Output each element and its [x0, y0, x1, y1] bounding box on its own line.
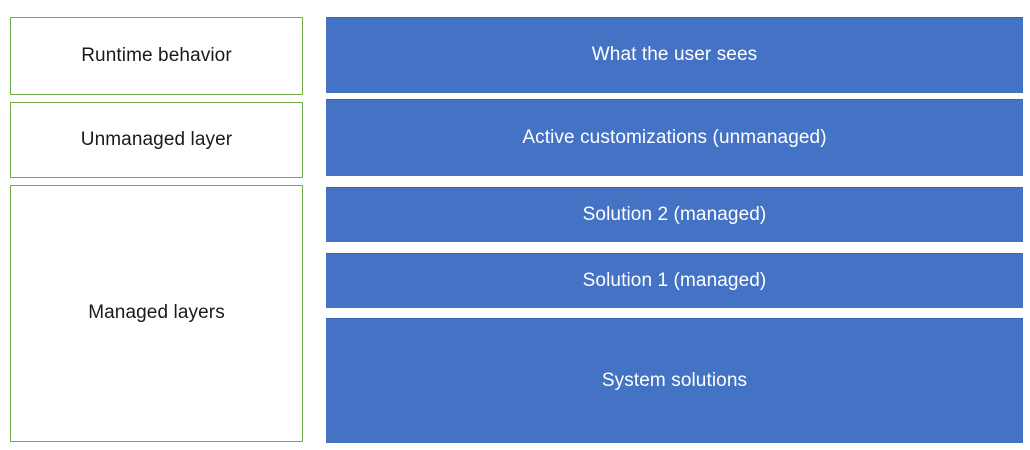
solution-layer-label: Solution 2 (managed): [582, 203, 767, 225]
solution-layer-solution-1: Solution 1 (managed): [326, 253, 1023, 308]
layer-category-label: Runtime behavior: [81, 44, 232, 66]
solution-layer-active-customizations: Active customizations (unmanaged): [326, 99, 1023, 176]
solution-layer-label: What the user sees: [591, 44, 758, 66]
solution-layer-label: Active customizations (unmanaged): [522, 126, 827, 148]
solution-layer-label: Solution 1 (managed): [582, 269, 767, 291]
solution-layer-solution-2: Solution 2 (managed): [326, 187, 1023, 242]
layer-category-runtime-behavior: Runtime behavior: [10, 17, 303, 95]
solution-layer-label: System solutions: [601, 369, 748, 391]
layer-category-label: Managed layers: [88, 302, 225, 324]
layer-category-label: Unmanaged layer: [80, 128, 233, 150]
layer-category-managed-layers: Managed layers: [10, 185, 303, 442]
solution-layer-system-solutions: System solutions: [326, 318, 1023, 443]
layer-category-unmanaged-layer: Unmanaged layer: [10, 102, 303, 178]
solution-layer-what-the-user-sees: What the user sees: [326, 17, 1023, 93]
